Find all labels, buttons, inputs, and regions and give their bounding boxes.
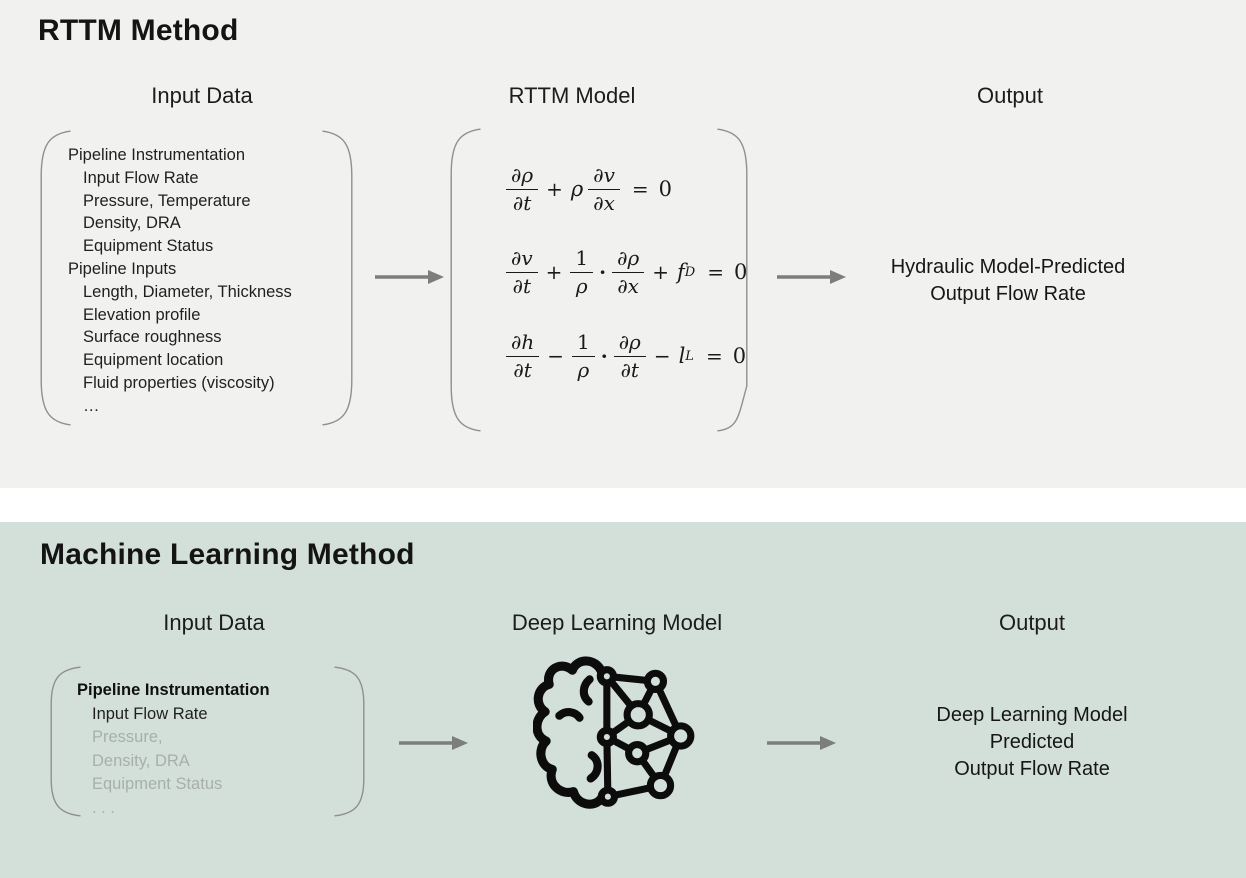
input-item: Density, DRA: [83, 214, 181, 233]
rttm-column-header-output: Output: [976, 83, 1044, 108]
variable-subscript: D: [684, 264, 696, 280]
rhs-value: 0: [658, 177, 673, 201]
rttm-column-header-input: Input Data: [151, 83, 253, 108]
flow-arrow-icon: [375, 270, 444, 284]
equals-sign: =: [707, 260, 724, 284]
input-item: Pipeline Inputs: [68, 259, 177, 278]
fraction-numerator: ∂h: [506, 330, 540, 357]
fraction-numerator: ∂ρ: [612, 246, 645, 273]
equals-sign: =: [705, 344, 723, 368]
output-line: Output Flow Rate: [954, 758, 1110, 780]
variable: l: [678, 344, 686, 368]
input-item: Pipeline Instrumentation: [68, 146, 246, 164]
fraction-denominator: ∂t: [512, 190, 532, 215]
flow-arrow-icon: [767, 736, 836, 750]
input-item: Input Flow Rate: [83, 168, 199, 187]
fraction-denominator: ρ: [575, 273, 588, 298]
output-line: Hydraulic Model-Predicted: [890, 256, 1126, 278]
ml-title: Machine Learning Method: [40, 538, 415, 571]
fraction-denominator: ∂t: [512, 273, 532, 298]
rttm-output-text: Hydraulic Model-Predicted Output Flow Ra…: [818, 254, 1198, 308]
input-item: Pressure,: [92, 728, 163, 747]
coefficient: ρ: [570, 177, 584, 201]
operator: −: [547, 344, 564, 368]
input-item: Elevation profile: [83, 305, 201, 324]
fraction-denominator: ∂x: [593, 190, 615, 215]
flow-arrow-icon: [399, 736, 468, 750]
equation-continuity: ∂ρ∂t + ρ ∂v∂x = 0: [506, 157, 672, 221]
input-item: Surface roughness: [83, 328, 222, 347]
rhs-value: 0: [732, 344, 747, 368]
input-item: Pressure, Temperature: [83, 191, 251, 210]
operator: +: [545, 260, 563, 284]
dot-operator: ·: [599, 260, 607, 284]
dot-operator: ·: [600, 344, 608, 368]
fraction-denominator: ∂t: [513, 357, 532, 382]
input-item: Equipment Status: [92, 775, 223, 794]
input-item: Density, DRA: [92, 751, 190, 770]
rttm-input-list: Pipeline Instrumentation Input Flow Rate…: [40, 130, 353, 426]
output-line: Predicted: [989, 731, 1075, 753]
output-line: Deep Learning Model: [936, 704, 1128, 726]
fraction-numerator: ∂ρ: [506, 163, 539, 190]
ml-column-header-output: Output: [998, 610, 1066, 635]
output-line: Output Flow Rate: [930, 283, 1086, 305]
operator: −: [653, 344, 671, 368]
ml-column-header-input: Input Data: [163, 610, 265, 635]
ml-output-text: Deep Learning Model Predicted Output Flo…: [842, 702, 1222, 783]
rttm-column-header-model: RTTM Model: [508, 83, 636, 108]
ml-column-header-model: Deep Learning Model: [511, 610, 723, 635]
ml-section: Machine Learning Method Input Data Deep …: [0, 522, 1246, 878]
operator: +: [546, 177, 563, 201]
rttm-section: RTTM Method Input Data RTTM Model Output…: [0, 0, 1246, 488]
rttm-title: RTTM Method: [38, 14, 239, 47]
fraction-denominator: ∂x: [617, 273, 639, 298]
ml-input-list: Pipeline Instrumentation Input Flow Rate…: [50, 666, 365, 817]
brain-network-icon: [533, 656, 695, 809]
input-item: Length, Diameter, Thickness: [83, 282, 292, 301]
input-item: Equipment location: [83, 351, 224, 370]
variable: f: [676, 260, 685, 284]
operator: +: [652, 260, 669, 284]
fraction-numerator: 1: [570, 246, 594, 273]
section-divider: [0, 488, 1246, 522]
fraction-numerator: ∂v: [588, 163, 620, 190]
fraction-denominator: ∂t: [620, 357, 639, 382]
input-item: Equipment Status: [83, 237, 214, 256]
fraction-numerator: 1: [572, 330, 595, 357]
fraction-numerator: ∂ρ: [613, 330, 646, 357]
rhs-value: 0: [733, 260, 748, 284]
variable-subscript: L: [685, 348, 694, 364]
input-item: Fluid properties (viscosity): [83, 373, 275, 392]
input-item: …: [83, 396, 100, 415]
flow-arrow-icon: [777, 270, 846, 284]
fraction-numerator: ∂v: [506, 246, 538, 273]
equals-sign: =: [631, 177, 649, 201]
input-item: Pipeline Instrumentation: [77, 681, 270, 699]
input-item: Input Flow Rate: [92, 704, 208, 723]
fraction-denominator: ρ: [577, 357, 590, 382]
input-item: . . .: [92, 798, 115, 817]
